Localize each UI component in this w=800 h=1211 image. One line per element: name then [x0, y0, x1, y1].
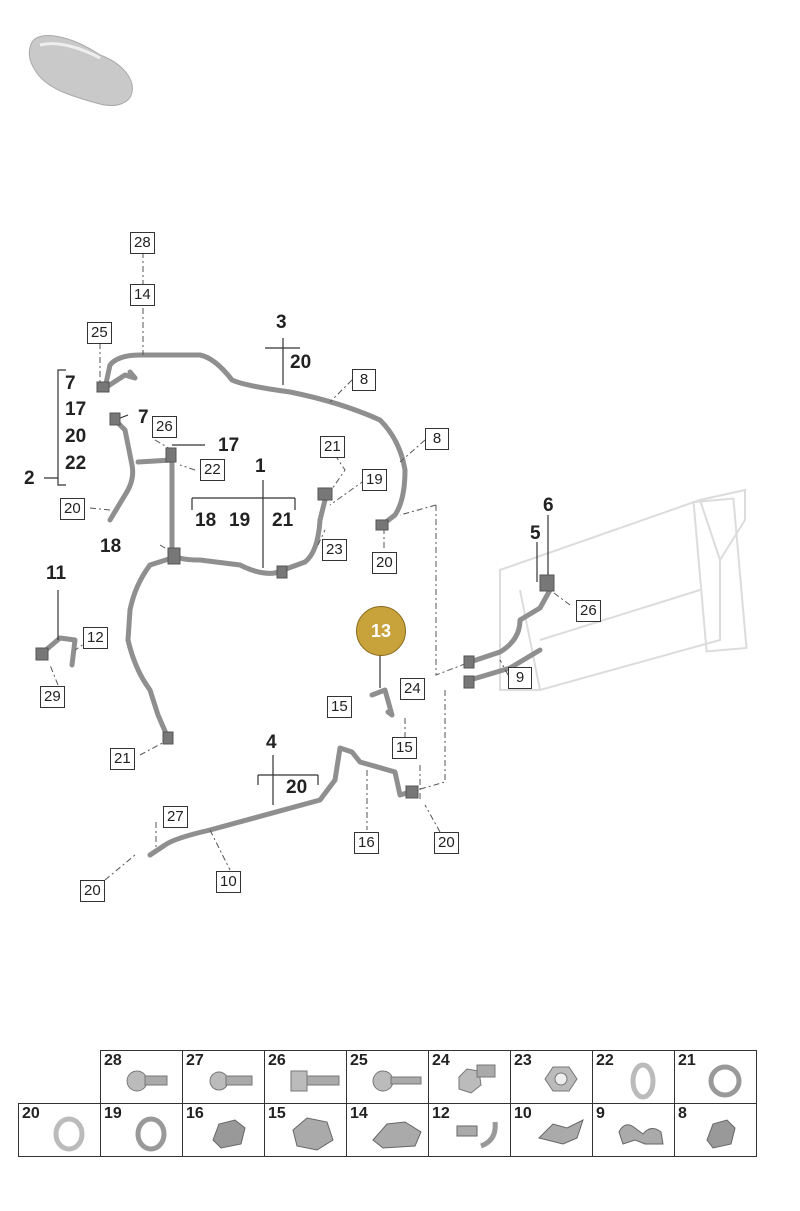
label-8-top: 8 — [352, 369, 376, 391]
label-5: 5 — [530, 523, 541, 544]
parts-legend: 28 27 26 25 24 23 22 21 20 19 16 15 14 1… — [18, 1050, 757, 1157]
label-27: 27 — [163, 806, 188, 828]
car-body-icon — [28, 35, 133, 106]
label-8-right: 8 — [425, 428, 449, 450]
fittings — [35, 381, 555, 799]
label-23: 23 — [322, 539, 347, 561]
clamp-icon — [212, 1119, 246, 1149]
label-2-20: 20 — [65, 426, 87, 447]
seal-ring-icon — [135, 1116, 167, 1152]
label-26-right: 26 — [576, 600, 601, 622]
label-1-18: 18 — [195, 510, 217, 531]
legend-cell: 19 — [100, 1103, 183, 1157]
label-20-right: 20 — [434, 832, 459, 854]
seal-ring-icon — [630, 1062, 656, 1100]
legend-cell: 10 — [510, 1103, 593, 1157]
label-22: 22 — [200, 459, 225, 481]
legend-cell: 27 — [182, 1050, 265, 1104]
legend-cell: 26 — [264, 1050, 347, 1104]
label-1: 1 — [255, 456, 266, 477]
label-3: 3 — [276, 312, 287, 333]
label-4: 4 — [266, 732, 277, 753]
leader-lines — [49, 252, 571, 881]
label-20-left: 20 — [60, 498, 85, 520]
label-24: 24 — [400, 678, 425, 700]
radiator-outline — [499, 488, 748, 691]
clip-icon — [456, 1121, 498, 1149]
label-3-20: 20 — [290, 352, 312, 373]
label-16: 16 — [354, 832, 379, 854]
label-2-22: 22 — [65, 453, 87, 474]
label-10: 10 — [216, 871, 241, 893]
label-6: 6 — [543, 495, 554, 516]
label-1-21: 21 — [272, 510, 294, 531]
badge-13: 13 — [356, 606, 406, 656]
label-18: 18 — [100, 536, 122, 557]
label-15: 15 — [327, 696, 352, 718]
legend-cell: 21 — [674, 1050, 757, 1104]
label-28: 28 — [130, 232, 155, 254]
hex-nut-icon — [544, 1066, 578, 1092]
label-19: 19 — [362, 469, 387, 491]
legend-cell: 28 — [100, 1050, 183, 1104]
clamp-icon — [706, 1119, 736, 1149]
legend-cell: 9 — [592, 1103, 675, 1157]
legend-cell: 25 — [346, 1050, 429, 1104]
label-25: 25 — [87, 322, 112, 344]
label-26: 26 — [152, 416, 177, 438]
seal-ring-icon — [53, 1116, 85, 1152]
legend-cell: 12 — [428, 1103, 511, 1157]
label-29: 29 — [40, 686, 65, 708]
bracket-icon — [292, 1117, 334, 1151]
label-21-bottom: 21 — [110, 748, 135, 770]
label-11: 11 — [46, 563, 67, 584]
hex-bolt-icon — [458, 1064, 496, 1094]
legend-cell: 16 — [182, 1103, 265, 1157]
legend-cell: 14 — [346, 1103, 429, 1157]
bracket-icon — [372, 1121, 422, 1149]
label-15b: 15 — [392, 737, 417, 759]
label-2: 2 — [24, 468, 35, 489]
double-clip-icon — [618, 1124, 664, 1145]
label-1-19: 19 — [229, 510, 251, 531]
legend-cell: 24 — [428, 1050, 511, 1104]
label-2-17: 17 — [65, 399, 87, 420]
bolt-icon — [209, 1071, 253, 1091]
bolt-icon — [126, 1070, 168, 1092]
seal-ring-icon — [708, 1064, 742, 1098]
label-2-7: 7 — [65, 373, 76, 394]
holder-icon — [538, 1119, 584, 1145]
legend-cell: 23 — [510, 1050, 593, 1104]
legend-cell: 15 — [264, 1103, 347, 1157]
label-12: 12 — [83, 627, 108, 649]
label-14: 14 — [130, 284, 155, 306]
legend-row-1: 28 27 26 25 24 23 22 21 — [19, 1050, 757, 1104]
legend-cell: 22 — [592, 1050, 675, 1104]
label-20-bottom: 20 — [80, 880, 105, 902]
pipe-lines — [37, 352, 553, 858]
label-4-20: 20 — [286, 777, 308, 798]
solid-leaders — [44, 338, 549, 805]
legend-cell: 20 — [18, 1103, 101, 1157]
bolt-icon — [290, 1070, 340, 1092]
legend-row-2: 20 19 16 15 14 12 10 9 8 — [18, 1103, 757, 1157]
label-9: 9 — [508, 667, 532, 689]
label-20-mid: 20 — [372, 552, 397, 574]
label-7: 7 — [138, 407, 149, 428]
label-21-top: 21 — [320, 436, 345, 458]
label-17: 17 — [218, 435, 240, 456]
bolt-icon — [372, 1070, 422, 1092]
legend-cell: 8 — [674, 1103, 757, 1157]
